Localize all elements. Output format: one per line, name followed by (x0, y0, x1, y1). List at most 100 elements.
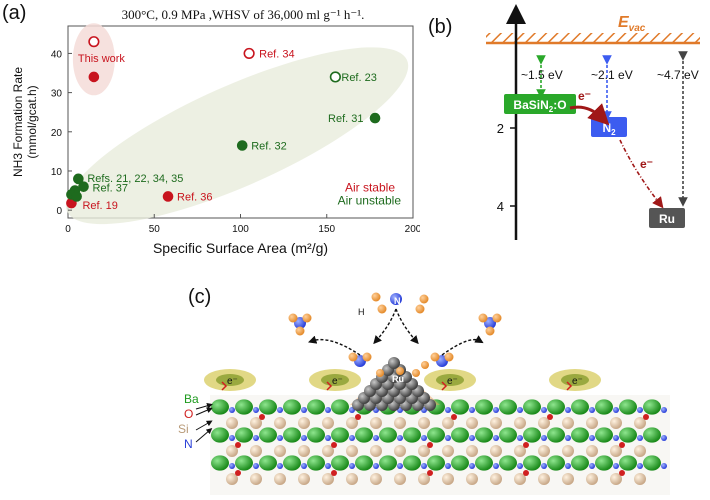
n-atom-ads (390, 293, 402, 305)
n-atom (349, 463, 355, 469)
evac-label: Evac (618, 14, 646, 34)
si-atom (394, 445, 406, 457)
ba-atom (235, 399, 253, 415)
reaction-arrow (441, 335, 484, 356)
x-tick-label-0: 0 (65, 224, 71, 235)
ba-atom (403, 455, 421, 471)
ba-atom (499, 427, 517, 443)
si-atom (562, 445, 574, 457)
n-atom (517, 435, 523, 441)
reaction-arrow (373, 308, 397, 345)
panel-b-label: (b) (428, 16, 453, 38)
o-atom (523, 442, 529, 448)
ru-label: Ru (392, 374, 404, 384)
y-tick-label-3: 30 (51, 89, 63, 100)
si-atom (634, 473, 646, 485)
o-atom (619, 470, 625, 476)
n-atom (277, 435, 283, 441)
h-atom-surface (376, 369, 384, 377)
panel-a-label: (a) (2, 2, 27, 24)
n-atom (349, 435, 355, 441)
n-atom (613, 463, 619, 469)
si-atom (370, 473, 382, 485)
legend-n: N (184, 437, 193, 451)
n2-box-label: N2 (602, 121, 616, 137)
y-axis-label: NH3 Formation Rate(mmol/gcat.h) (11, 67, 39, 177)
ba-atom (619, 455, 637, 471)
ba-atom (475, 399, 493, 415)
si-atom (394, 417, 406, 429)
n-atom (637, 463, 643, 469)
n-atom (445, 435, 451, 441)
si-atom (298, 417, 310, 429)
n-atom (469, 435, 475, 441)
n-atom (397, 463, 403, 469)
ba-atom (283, 427, 301, 443)
basin-box (504, 94, 576, 114)
data-point-stable-2 (243, 47, 255, 60)
si-atom (274, 445, 286, 457)
si-atom (298, 473, 310, 485)
si-atom (490, 417, 502, 429)
reaction-arrow (308, 335, 361, 356)
h-atom-free (419, 294, 429, 304)
o-atom (547, 414, 553, 420)
ba-atom (403, 427, 421, 443)
n-atom (469, 407, 475, 413)
si-atom (298, 445, 310, 457)
ba-atom (211, 399, 229, 415)
ba-atom (523, 399, 541, 415)
ba-atom (595, 455, 613, 471)
data-point-unstable-0 (329, 71, 341, 83)
ba-atom (211, 455, 229, 471)
data-point-stable-0 (88, 36, 100, 48)
data-point-unstable-2 (236, 140, 248, 151)
n-atom (613, 407, 619, 413)
n-atom (637, 407, 643, 413)
electron-label-1: e⁻ (578, 89, 591, 103)
h-atom-ads (348, 352, 358, 362)
y-tick-label-0: 0 (56, 206, 62, 217)
electron-transfer-arrow (569, 103, 610, 126)
ba-atom (595, 427, 613, 443)
ba-atom (643, 399, 661, 415)
ba-atom (475, 427, 493, 443)
atom-legend: Ba O Si N (178, 392, 213, 451)
energy-tick-2: 2 (497, 121, 504, 136)
legend-ba: Ba (184, 392, 199, 406)
adsorbate-molecules (288, 292, 502, 377)
h-atom-ads (444, 352, 454, 362)
data-label-unstable-3: Refs. 21, 22, 34, 35 (87, 173, 183, 185)
si-atom (610, 473, 622, 485)
n-atom (541, 435, 547, 441)
o-atom (355, 414, 361, 420)
n-atom (325, 435, 331, 441)
data-label-unstable-2: Ref. 32 (251, 141, 286, 153)
si-atom (634, 445, 646, 457)
n-atom (325, 407, 331, 413)
ba-atom (571, 399, 589, 415)
basin-box-label: BaSiN2:O (513, 98, 566, 114)
ba-atom (451, 427, 469, 443)
ba-atom (427, 455, 445, 471)
electron-label-c-2: e⁻ (447, 376, 458, 387)
n-atom (541, 463, 547, 469)
electron-label-c-1: e⁻ (332, 376, 343, 387)
ba-atom (547, 399, 565, 415)
ba-atom (547, 427, 565, 443)
n-atom (325, 463, 331, 469)
si-atom (346, 473, 358, 485)
si-atom (346, 417, 358, 429)
h-atom-surface (412, 369, 420, 377)
si-atom (442, 473, 454, 485)
si-atom (538, 417, 550, 429)
n-atom (445, 463, 451, 469)
si-atom (514, 445, 526, 457)
y-tick-label-2: 20 (51, 128, 63, 139)
data-point-unstable-1 (369, 112, 381, 124)
y-axis-label-line2: (mmol/gcat.h) (25, 85, 39, 158)
basin-lattice (210, 395, 670, 495)
n-atom (253, 463, 259, 469)
h-atom-ads (485, 326, 495, 336)
n-atom (397, 435, 403, 441)
